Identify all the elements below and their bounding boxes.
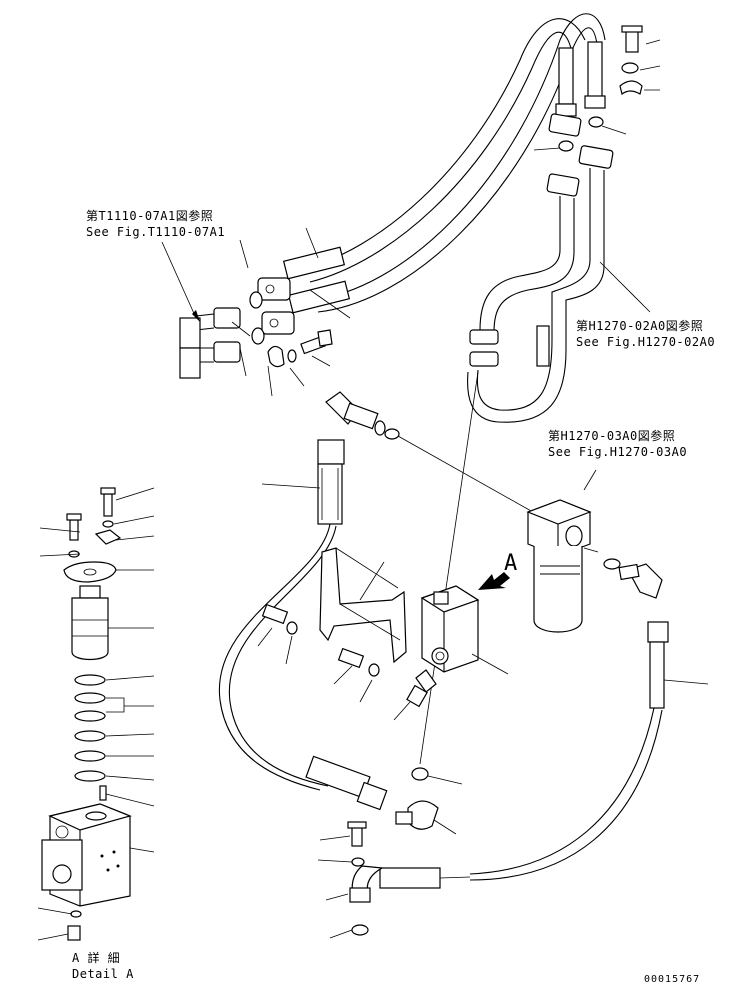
bottom-elbow [395,767,463,835]
detail-a-assembly [37,487,155,941]
leader-t1110 [161,241,197,319]
bracket [257,547,407,703]
left-flange-group [179,277,333,379]
pipe-bundle [467,168,605,423]
detail-title-jp: A 詳 細 [72,950,120,965]
detail-title-en: Detail A [72,967,134,981]
leader-h1270-02 [599,261,651,313]
ref-h1270-02-jp: 第H1270-02A0図参照 [576,318,703,333]
leader-elbow-filter [397,435,541,517]
filter-assembly [526,469,621,633]
ref-t1110-jp: 第T1110-07A1図参照 [86,208,213,223]
ref-t1110-en: See Fig.T1110-07A1 [86,225,225,239]
left-leaders [231,227,351,397]
view-marker-label: A [504,551,517,576]
ref-h1270-03-en: See Fig.H1270-03A0 [548,445,687,459]
drawing-number: 00015767 [644,974,700,985]
ref-h1270-03-jp: 第H1270-03A0図参照 [548,428,675,443]
upper-hose-pair [282,13,606,314]
valve-block [393,585,509,721]
leader-vertical [419,371,479,765]
right-hose [469,563,709,881]
center-hose [218,439,388,811]
top-right-fittings [533,25,661,197]
view-arrow: A [478,551,517,590]
elbow-fitting-top [325,391,400,440]
ref-h1270-02-en: See Fig.H1270-02A0 [576,335,715,349]
lower-hose [317,821,471,939]
